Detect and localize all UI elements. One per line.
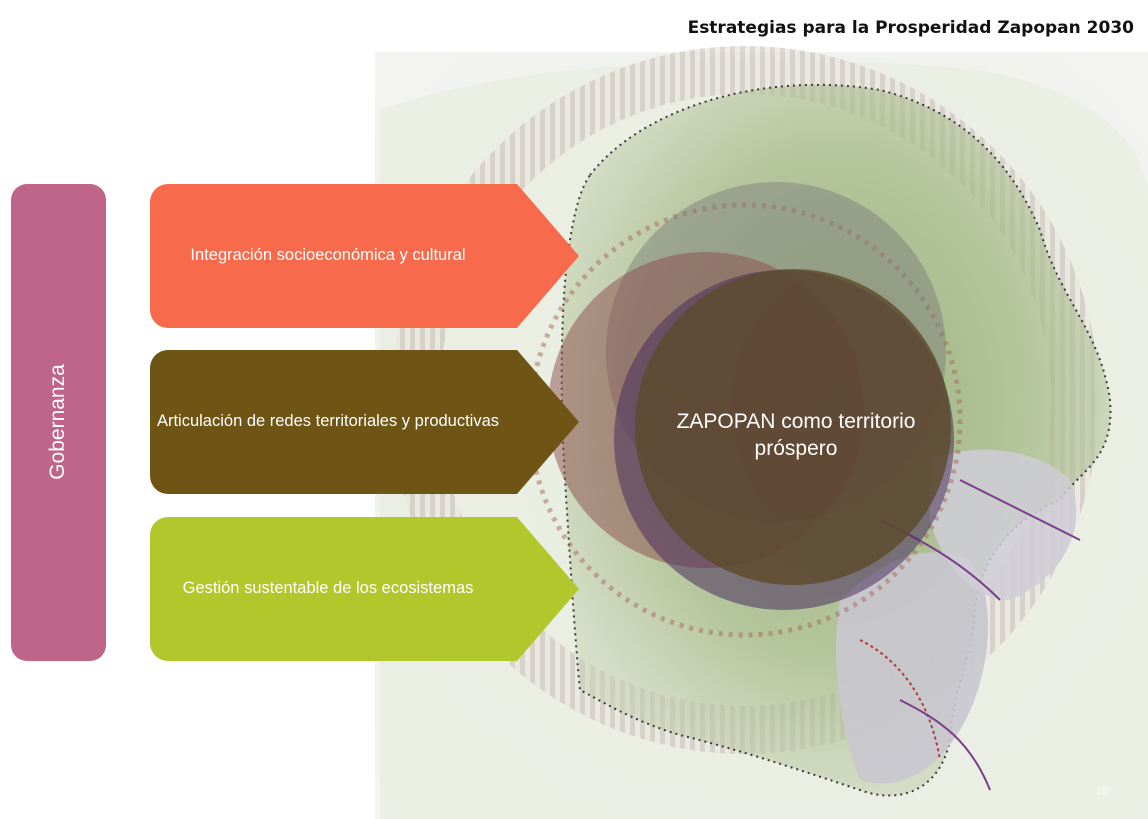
- strategy-label: Integración socioeconómica y cultural: [190, 246, 466, 265]
- strategy-label: Gestión sustentable de los ecosistemas: [182, 579, 474, 598]
- arrow-shape-territorial-networks: [509, 350, 579, 494]
- page-title: Estrategias para la Prosperidad Zapopan …: [687, 18, 1134, 38]
- strategy-box-territorial-networks: Articulación de redes territoriales y pr…: [150, 350, 510, 494]
- arrow-shape-socioeconomic: [509, 184, 579, 328]
- center-circle-label: ZAPOPAN como territorio próspero: [676, 410, 916, 461]
- governance-bar: [11, 184, 106, 661]
- governance-label: Gobernanza: [46, 364, 69, 480]
- strategy-box-socioeconomic: Integración socioeconómica y cultural: [150, 184, 510, 328]
- page-number: 18: [1096, 785, 1109, 797]
- strategy-box-ecosystems: Gestión sustentable de los ecosistemas: [150, 517, 510, 661]
- arrow-shape-ecosystems: [509, 517, 579, 661]
- strategy-label: Articulación de redes territoriales y pr…: [156, 412, 500, 431]
